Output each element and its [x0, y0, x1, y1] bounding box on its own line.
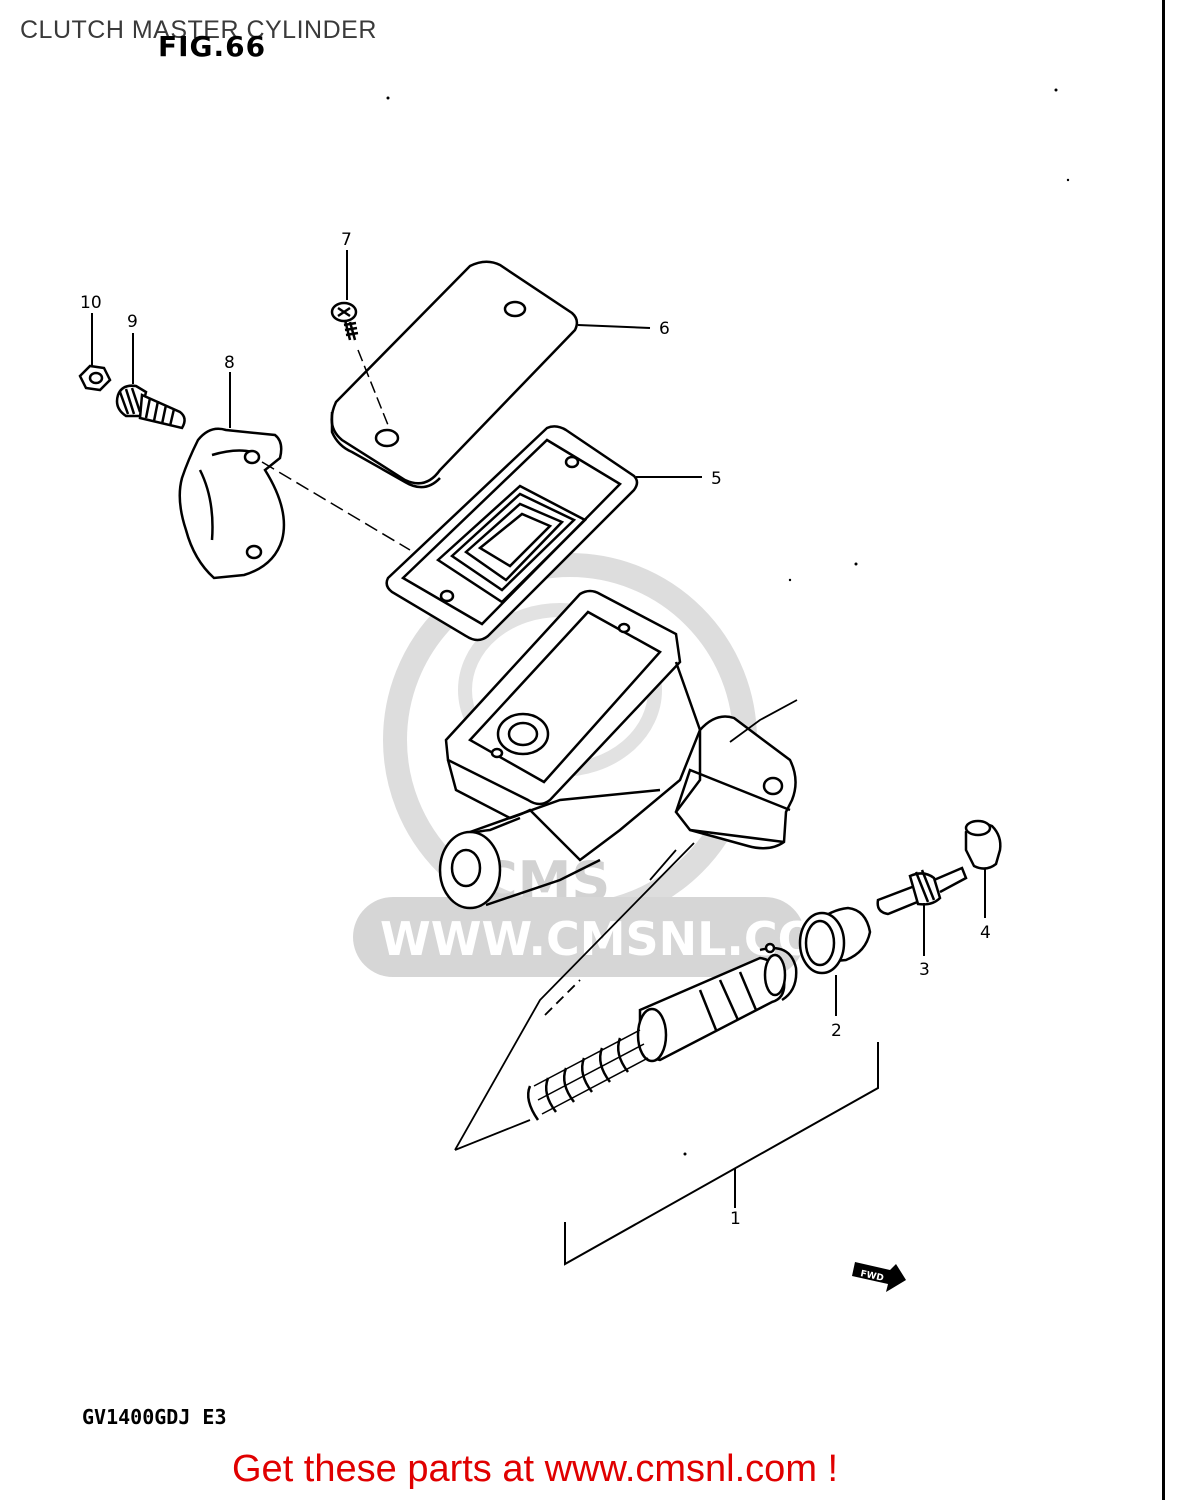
- master-cylinder-body: [438, 589, 797, 910]
- part-8-clamp: [178, 427, 286, 580]
- leader-6: [577, 324, 651, 329]
- watermark-url: WWW.CMSNL.COM: [380, 912, 863, 966]
- part-1-group-bracket: [564, 1042, 879, 1266]
- fwd-badge-text: FWD: [859, 1269, 884, 1284]
- part-5-diaphragm: [385, 425, 639, 642]
- promo-link[interactable]: Get these parts at www.cmsnl.com !: [232, 1448, 839, 1490]
- part-7-centerline: [357, 349, 389, 426]
- model-code: GV1400GDJ E3: [82, 1405, 227, 1429]
- callout-3: 3: [919, 960, 930, 980]
- part-2-dust-boot: [798, 906, 872, 975]
- page-title: CLUTCH MASTER CYLINDER: [20, 16, 377, 44]
- part-1-piston-assembly: [527, 942, 798, 1121]
- callout-5: 5: [711, 469, 722, 489]
- callout-10: 10: [80, 293, 102, 313]
- part-6-reservoir-cap: [330, 260, 579, 489]
- callout-2: 2: [831, 1021, 842, 1041]
- part-9-bolt: [115, 384, 186, 430]
- watermark-url-band: [353, 897, 805, 977]
- part-7-screw: [330, 301, 359, 341]
- callout-4: 4: [980, 923, 991, 943]
- page-edge-rule: [1162, 0, 1165, 1500]
- callout-9: 9: [127, 312, 138, 332]
- part-3-push-rod: [876, 866, 968, 916]
- assembly-guide-lines: [454, 699, 798, 1151]
- figure-number: FIG.66: [158, 30, 267, 63]
- callout-6: 6: [659, 319, 670, 339]
- callout-8: 8: [224, 353, 235, 373]
- callout-labels: 1 2 3 4 5 6 7 8 9 10: [80, 230, 991, 1229]
- cms-watermark: CMS WWW.CMSNL.COM: [353, 553, 863, 977]
- fwd-direction-badge: FWD: [852, 1262, 906, 1292]
- part-8-centerline: [261, 461, 411, 551]
- part-10-nut: [78, 364, 112, 392]
- part-4-rod-joint: [964, 819, 1002, 870]
- scan-specks: [386, 88, 1070, 1156]
- callout-1: 1: [730, 1209, 741, 1229]
- callout-7: 7: [341, 230, 352, 250]
